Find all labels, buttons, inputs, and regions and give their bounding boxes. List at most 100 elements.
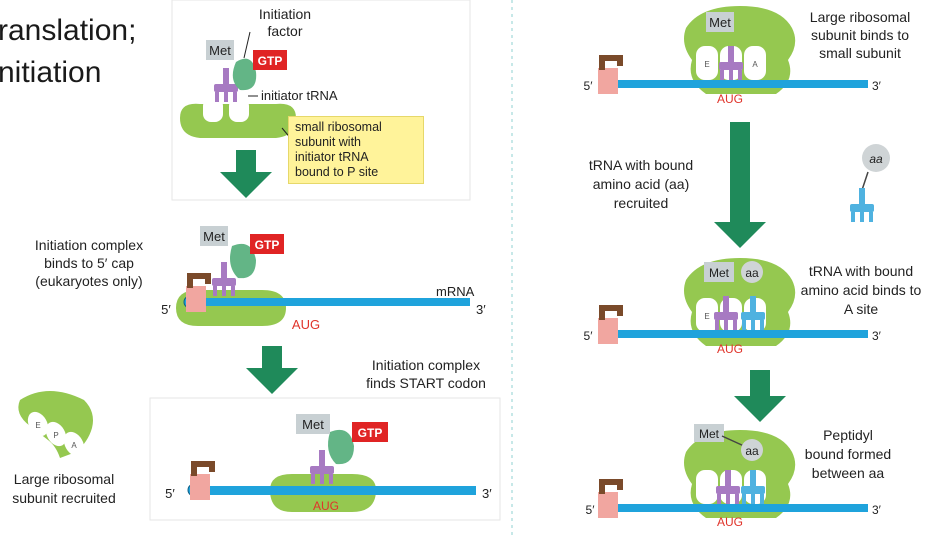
left-step2-figure: Met GTP 5′ 3′ mRNA AUG [161,226,486,332]
r3-three-prime: 3′ [872,503,882,517]
left-panel-frame-3 [149,397,501,521]
met-box-r1 [706,12,734,32]
right-step1-caption: Large ribosomal subunit binds to small s… [790,8,930,62]
r1-site-e: E [704,60,709,69]
r3-aug: AUG [717,515,743,529]
step2-line2: binds to 5′ cap [44,255,134,271]
five-prime-2: 5′ [161,302,171,317]
mrna-2 [186,298,470,306]
initiation-factor-line2: factor [267,23,303,39]
right-step1-line1: Large ribosomal [809,9,911,25]
met-label-3: Met [302,417,324,432]
r2-three-prime: 3′ [872,329,882,343]
small-subunit-note: small ribosomal subunit with initiator t… [288,116,424,184]
initiation-factor-label: Initiation factor [240,6,330,40]
mrna-3 [192,486,476,495]
right-step1-line3: small subunit [819,45,901,61]
right-step2-line2: amino acid (aa) [592,176,690,192]
aa-label-r2: aa [745,266,759,280]
step2-line3: (eukaryotes only) [35,273,143,289]
initiation-factor-2 [230,243,256,279]
r1-site-a: A [752,60,758,69]
gtp-label-1: GTP [258,54,283,68]
site-p-label: P [53,431,58,440]
p-site-1 [203,98,223,122]
aa-trna-shape [850,188,874,222]
gtp-box-2 [250,234,284,254]
met-label-1: Met [209,43,231,58]
left-step1-figure: Met GTP [180,31,296,141]
right-step4-caption: Peptidyl bound formed between aa [788,426,908,483]
left-step3-figure: Met GTP 5′ 3′ AUG [165,414,492,513]
met-label-r3: Met [699,427,720,441]
note-line1: small ribosomal [295,120,382,134]
arrow-right-1 [714,122,766,248]
step2-line1: Initiation complex [34,237,144,253]
large-subunit-caption: Large ribosomal subunit recruited [0,470,134,508]
met-label-2: Met [203,229,225,244]
met-box-r3 [694,424,724,442]
r2-site-e: E [704,312,709,321]
slide-title-line1: ranslation; [0,14,137,47]
arrow-right-2 [734,370,786,422]
met-box-1 [206,40,234,60]
right-step4-line3: between aa [811,465,885,481]
cap-r1 [598,58,620,94]
mrna-r2 [602,330,868,338]
right-step4-line2: bound formed [804,446,892,462]
gtp-label-3: GTP [358,426,383,440]
cap-2 [186,276,208,312]
large-subunit-line2: subunit recruited [12,490,116,506]
five-prime-3: 5′ [165,486,175,501]
step3-line2: finds START codon [366,375,486,391]
step3-caption: Initiation complex finds START codon [346,356,506,392]
arrow-left-2 [246,346,298,394]
factor-pointer [243,31,251,59]
three-prime-3: 3′ [482,486,492,501]
slide-title-line2: nitiation [0,56,102,89]
initiation-factor-line1: Initiation [258,6,312,22]
gtp-label-2: GTP [255,238,280,252]
right-step1-figure: E A Met 5′ 3′ AUG [584,6,882,106]
cap-r2 [598,308,620,344]
met-label-r1: Met [709,15,731,30]
mrna-r3 [602,504,868,512]
r1-five-prime: 5′ [584,79,594,93]
r2-aug: AUG [717,342,743,356]
right-step4-line1: Peptidyl [823,427,873,443]
cap-3 [190,464,212,500]
right-step1-line2: subunit binds to [810,27,910,43]
aug-label-2: AUG [292,317,320,332]
r2-five-prime: 5′ [584,329,594,343]
right-step2-line1: tRNA with bound [588,157,694,173]
note-line2: subunit with [295,135,362,149]
large-subunit-line1: Large ribosomal [13,471,115,487]
three-prime-2: 3′ [476,302,486,317]
left-panel-frame-1 [171,0,471,201]
note-line3: initiator tRNA [295,150,369,164]
gtp-box-3 [352,422,388,442]
gtp-box-1 [253,50,287,70]
met-box-3 [296,414,330,434]
right-step3-caption: tRNA with bound amino acid binds to A si… [786,262,936,319]
step2-caption: Initiation complex binds to 5′ cap (euka… [14,236,164,290]
r1-aug: AUG [717,92,743,106]
r1-three-prime: 3′ [872,79,882,93]
initiation-factor-3 [328,429,354,465]
aa-label-floating: aa [869,152,883,166]
aa-trna-floating: aa [850,144,890,222]
met-label-r2: Met [709,266,730,280]
cap-r3 [598,482,620,518]
aug-label-3: AUG [313,499,339,513]
site-e-label: E [35,421,40,430]
right-step3-line1: tRNA with bound [808,263,914,279]
initiator-trna-label: initiator tRNA [261,88,338,103]
met-box-2 [200,226,228,246]
site-a-label: A [71,441,77,450]
mrna-r1 [602,80,868,88]
step3-line1: Initiation complex [371,357,481,373]
right-step2-figure: E Met aa 5′ 3′ AUG [584,258,882,356]
peptide-bond [721,435,745,447]
right-step2-caption: tRNA with bound amino acid (aa) recruite… [566,156,716,213]
